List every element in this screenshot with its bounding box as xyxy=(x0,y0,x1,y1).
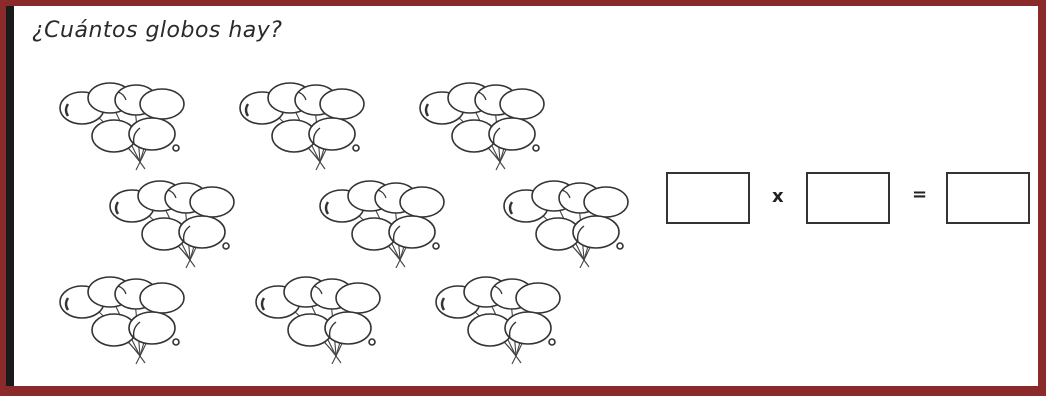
equals-sign: = xyxy=(912,184,928,205)
balloon-bunch-icon xyxy=(48,268,198,368)
balloon-bunch-icon xyxy=(228,74,378,174)
balloon-bunch-icon xyxy=(308,172,458,272)
product-box[interactable] xyxy=(946,172,1030,224)
balloon-bunch-icon xyxy=(48,74,198,174)
question-title: ¿Cuántos globos hay? xyxy=(32,18,283,43)
multiply-sign: x xyxy=(772,186,784,207)
balloon-bunch-icon xyxy=(424,268,574,368)
balloon-bunch-icon xyxy=(98,172,248,272)
balloon-bunch-icon xyxy=(408,74,558,174)
balloon-bunch-icon xyxy=(244,268,394,368)
factor-one-box[interactable] xyxy=(666,172,750,224)
worksheet-card: ¿Cuántos globos hay? xyxy=(6,6,1038,386)
balloon-bunch-icon xyxy=(492,172,642,272)
factor-two-box[interactable] xyxy=(806,172,890,224)
